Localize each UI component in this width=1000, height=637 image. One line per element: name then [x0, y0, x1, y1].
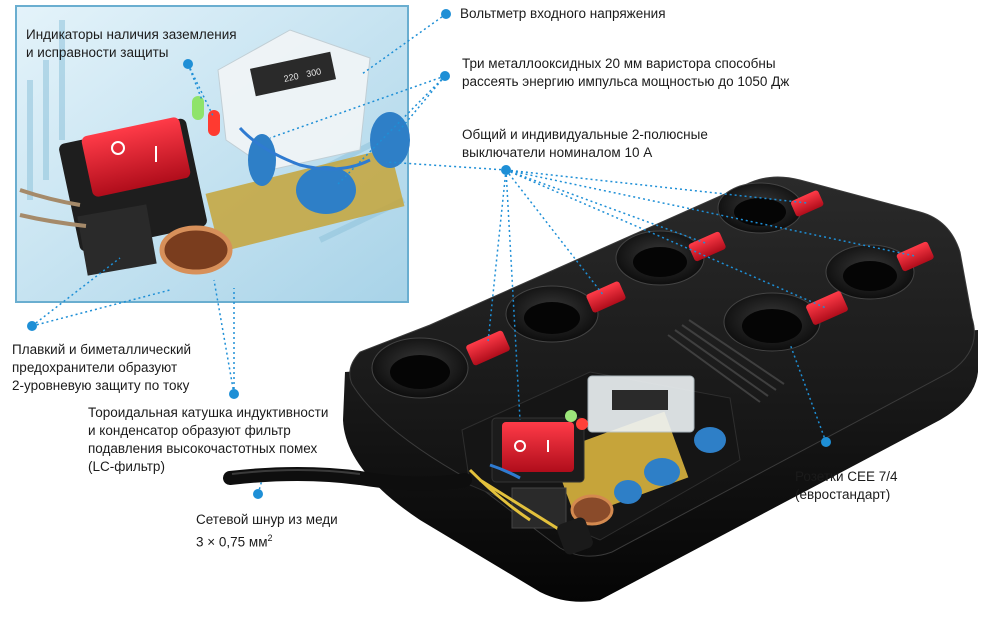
socket [825, 244, 915, 300]
switch [586, 281, 626, 313]
open-compartment [461, 371, 741, 541]
callout-cable-text: Сетевой шнур из меди 3 × 0,75 мм [196, 512, 338, 550]
varistor [614, 480, 642, 504]
individual-switches [466, 190, 934, 366]
power-strip [223, 176, 978, 602]
callout-dot-switches [501, 165, 511, 175]
callout-varistors: Три металлооксидных 20 мм варистора спос… [462, 56, 790, 89]
callout-dot-indicators [183, 59, 193, 69]
callout-switches: Общий и индивидуальные 2-полюсные выключ… [462, 127, 708, 160]
inset-varistor [296, 166, 356, 214]
wires [468, 468, 561, 532]
leader-lines [31, 13, 916, 495]
callout-indicators: Индикаторы наличия заземления и исправно… [26, 27, 237, 60]
callout-dot-lc-filter [229, 389, 239, 399]
callout-sockets: Розетки CEE 7/4 (евростандарт) [795, 469, 898, 502]
inset-varistor [370, 112, 410, 168]
socket [371, 337, 469, 399]
callout-lc-filter: Тороидальная катушка индуктивности и кон… [88, 405, 329, 474]
callout-dot-voltmeter [441, 9, 451, 19]
callout-fuses: Плавкий и биметаллический предохранители… [12, 342, 192, 393]
toroidal-coil [570, 494, 614, 526]
callout-voltmeter: Вольтметр входного напряжения [460, 6, 666, 21]
inset-toroid [159, 225, 233, 275]
switch [806, 291, 848, 325]
callout-dot-cable [253, 489, 263, 499]
sockets [371, 182, 915, 399]
meter-scale-label: 300 [305, 66, 322, 79]
meter-scale-label: 220 [283, 71, 300, 84]
switch [466, 330, 510, 366]
power-cable [223, 467, 593, 555]
socket [717, 182, 803, 234]
varistor [694, 427, 726, 453]
callout-dot-varistors [440, 71, 450, 81]
main-switch [502, 422, 574, 472]
socket [723, 292, 821, 352]
callout-dot-sockets [821, 437, 831, 447]
inset-voltmeter: 220 300 [217, 29, 371, 171]
indicator-led [576, 418, 588, 430]
callout-dot-fuses [27, 321, 37, 331]
switch [791, 190, 824, 217]
inset-led-green [192, 96, 204, 120]
inset-main-switch [81, 117, 191, 197]
socket [505, 285, 599, 343]
inset-varistor [248, 134, 276, 186]
switch [896, 241, 934, 272]
switch [688, 231, 726, 262]
indicator-led [565, 410, 577, 422]
varistor [644, 458, 680, 486]
inset-zoom: 220 300 [15, 5, 410, 303]
socket [615, 230, 705, 286]
callout-cable-superscript: 2 [267, 533, 273, 543]
inset-led-red [208, 110, 220, 136]
fuse-block [511, 487, 567, 529]
callout-cable: Сетевой шнур из меди 3 × 0,75 мм2 [196, 511, 338, 552]
pcb [551, 411, 689, 519]
inset-fuse [77, 204, 157, 276]
strip-ribs [667, 319, 785, 403]
